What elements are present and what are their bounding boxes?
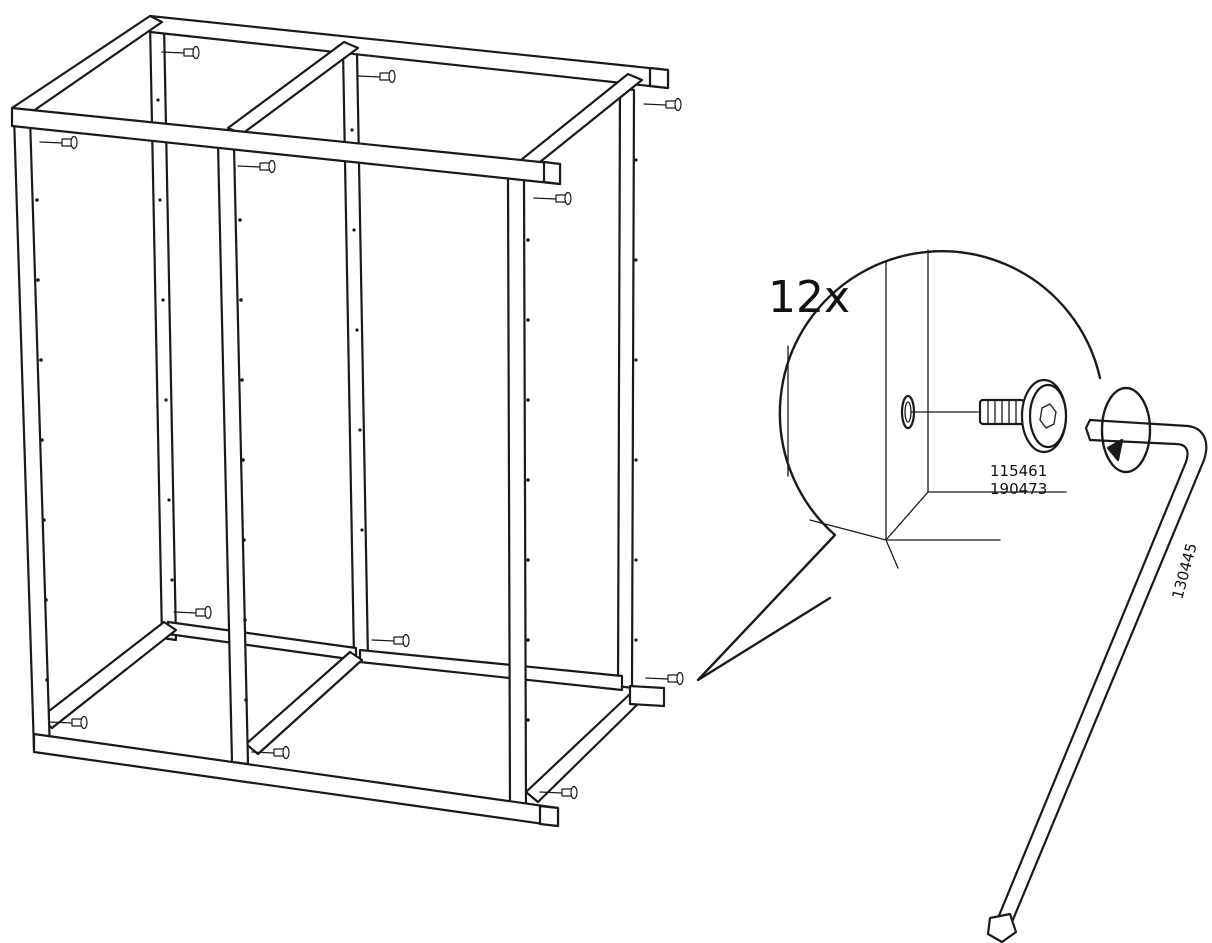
part-number-1: 115461 xyxy=(990,462,1047,480)
bottom-depth-rail-right xyxy=(524,692,644,804)
post-holes xyxy=(35,98,638,722)
detail-callout xyxy=(696,249,1208,943)
screw-2 xyxy=(357,69,396,84)
bottom-depth-rail-left xyxy=(38,620,178,730)
callout-bubble xyxy=(696,250,1102,682)
part-number-2: 190473 xyxy=(990,480,1047,498)
rotate-arrow-icon xyxy=(1100,386,1152,474)
bottom-rail-end xyxy=(628,684,666,708)
screw-4 xyxy=(237,159,276,174)
detail-screw xyxy=(978,378,1068,454)
quantity-label: 12x xyxy=(768,272,850,323)
detail-floor-seam xyxy=(885,539,899,569)
screw-3 xyxy=(39,135,78,150)
screw-5 xyxy=(533,191,572,206)
detail-corner xyxy=(885,491,929,541)
back-bottom-rail-right xyxy=(358,648,624,692)
bottom-front-rail xyxy=(32,732,560,828)
allen-key-icon xyxy=(986,418,1208,943)
detail-hole-inner xyxy=(904,401,912,423)
front-left-post xyxy=(12,114,52,754)
tool-number: 130445 xyxy=(1168,541,1200,601)
top-back-rail xyxy=(148,14,670,90)
screw-12 xyxy=(645,671,684,686)
screw-11 xyxy=(539,785,578,800)
screw-1 xyxy=(161,45,200,60)
front-right-post xyxy=(506,176,528,810)
screw-10 xyxy=(251,745,290,760)
top-middle-depth-rail xyxy=(226,40,360,136)
top-back-rail-end xyxy=(648,66,670,90)
screw-7 xyxy=(173,605,212,620)
front-middle-post xyxy=(216,142,250,766)
metal-frame xyxy=(10,14,670,828)
bottom-front-rail-end xyxy=(538,804,560,828)
top-front-rail-end xyxy=(542,160,562,186)
back-left-post xyxy=(148,20,178,642)
screw-8 xyxy=(371,633,410,648)
screw-9 xyxy=(49,715,88,730)
back-right-post xyxy=(616,86,636,690)
back-bottom-rail-left xyxy=(166,620,358,662)
top-left-depth-rail xyxy=(10,14,164,118)
screw-6 xyxy=(643,97,682,112)
top-front-rail xyxy=(10,106,562,186)
screws xyxy=(39,45,684,800)
bottom-depth-rail-middle xyxy=(244,650,364,756)
detail-floor-line xyxy=(809,519,887,541)
